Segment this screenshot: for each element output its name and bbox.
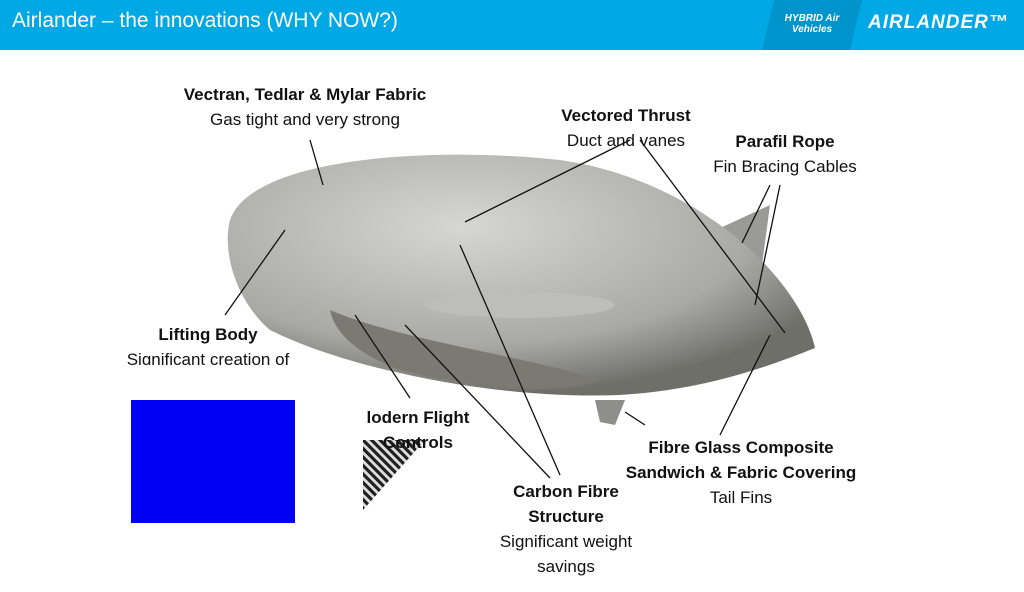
label-desc: Tail Fins — [709, 488, 773, 507]
label-desc: Significant creation of — [126, 350, 290, 365]
hull-underside — [330, 310, 600, 389]
slide-title: Airlander – the innovations (WHY NOW?) — [12, 9, 398, 32]
annotation-arrows — [224, 139, 786, 479]
airlander-logo: AIRLANDER™ — [868, 12, 1009, 33]
label-desc-2: savings — [537, 557, 595, 576]
lower-tail-fin — [595, 400, 625, 425]
label-title-2: Sandwich & Fabric Covering — [625, 463, 857, 482]
blue-overlay-box — [131, 400, 295, 523]
label-desc: Significant weight — [499, 532, 633, 551]
hull — [227, 154, 815, 396]
label-title: Lifting Body — [158, 325, 258, 344]
label-desc: Duct and vanes — [566, 131, 686, 150]
label-title-2: Structure — [528, 507, 604, 526]
label-title: Fibre Glass Composite — [648, 438, 834, 457]
label-title: Carbon Fibre — [513, 482, 619, 501]
label-title: lodern Flight — [366, 408, 470, 427]
label-title: Vectran, Tedlar & Mylar Fabric — [183, 85, 427, 104]
side-hull — [425, 292, 615, 318]
header-bar: Airlander – the innovations (WHY NOW?) H… — [0, 0, 1024, 50]
label-desc: Gas tight and very strong — [210, 110, 400, 129]
label-title: Vectored Thrust — [561, 106, 691, 125]
label-title: Parafil Rope — [735, 132, 835, 151]
airship-image — [224, 139, 815, 479]
label-desc: Fin Bracing Cables — [713, 157, 857, 176]
label-title-2: Controls — [383, 433, 453, 452]
